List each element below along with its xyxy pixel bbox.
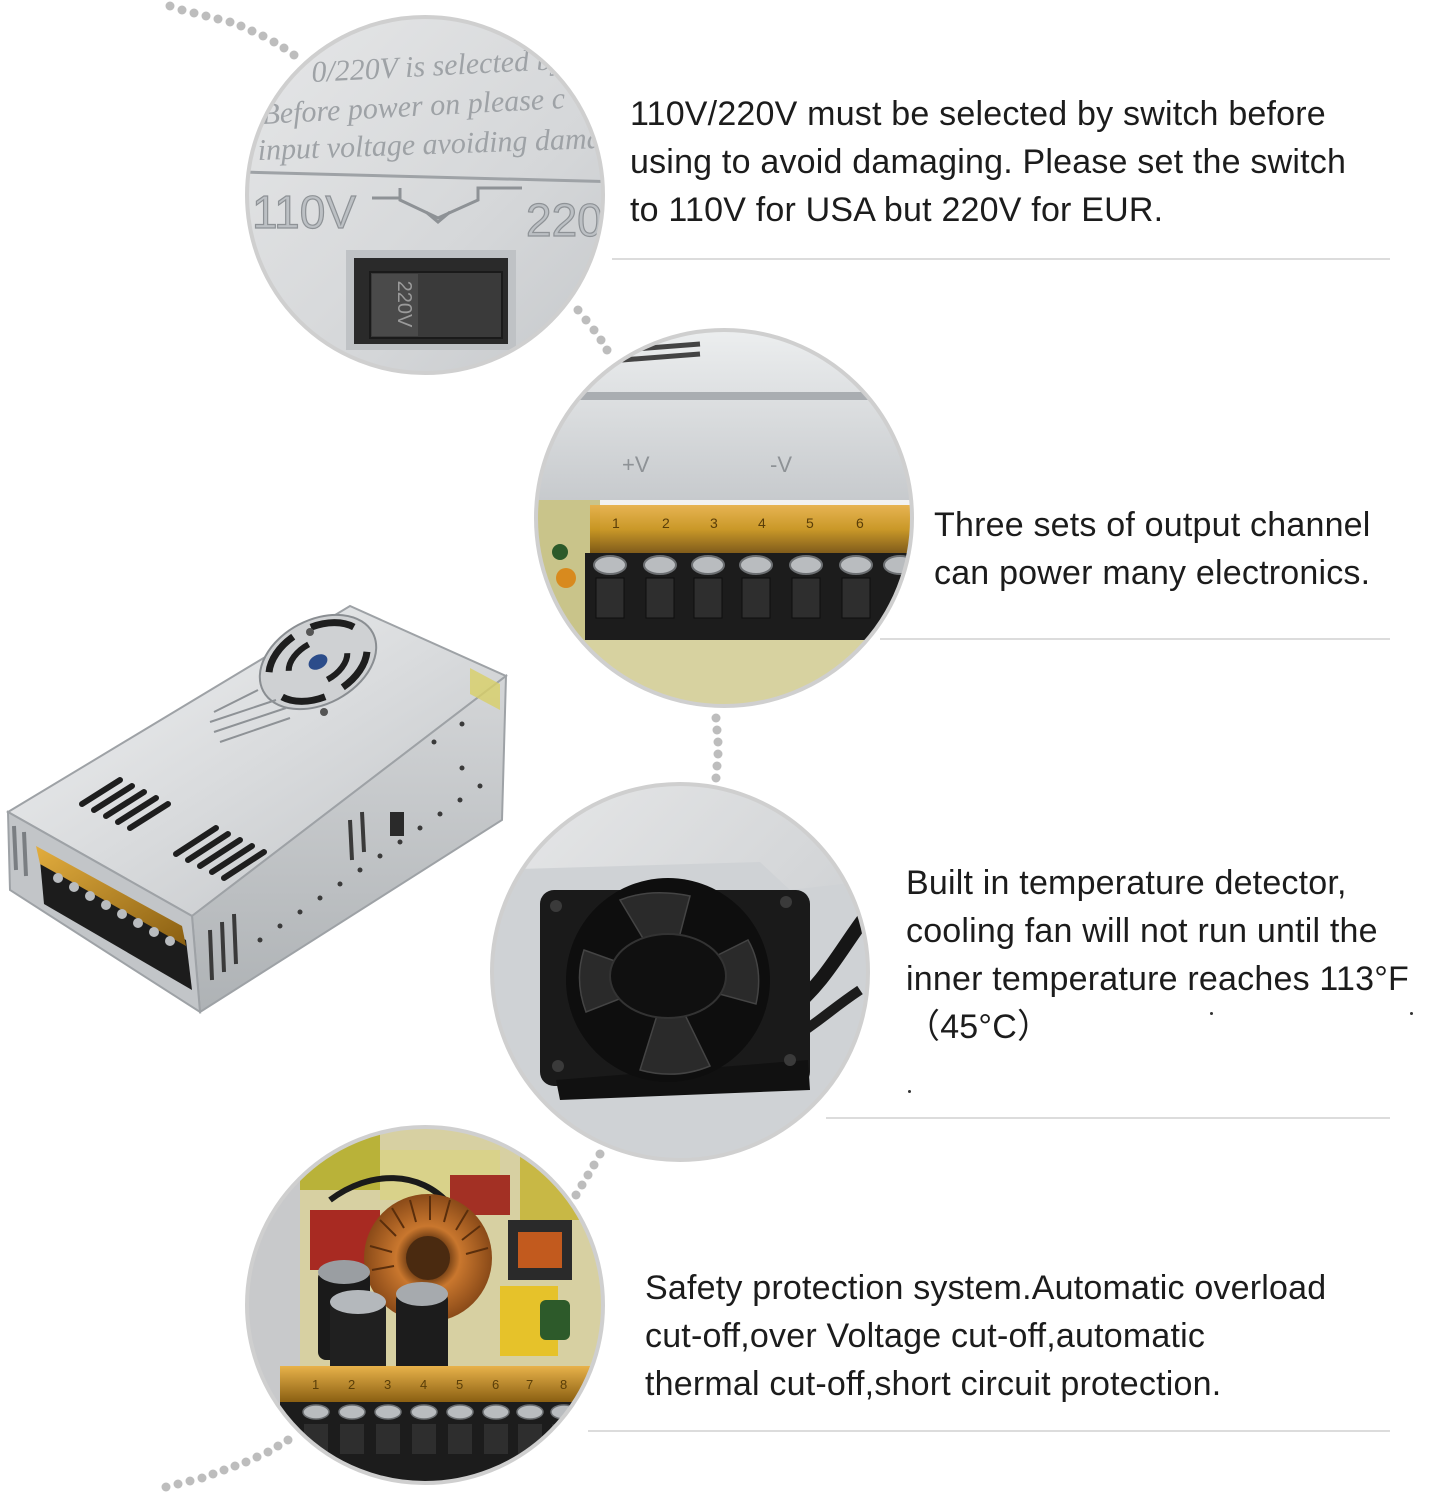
feature-line: using to avoid damaging. Please set the …	[630, 143, 1347, 181]
divider-2	[880, 638, 1390, 640]
stray-mark	[908, 1090, 911, 1093]
dots-link-3-4	[571, 1149, 605, 1200]
divider-3	[826, 1117, 1390, 1119]
stray-mark	[1210, 1012, 1213, 1015]
feature-line: Three sets of output channel	[934, 506, 1371, 544]
feature-line: to 110V for USA but 220V for EUR.	[630, 191, 1164, 229]
terminal-number: 2	[348, 1377, 355, 1392]
feature-line: Built in temperature detector,	[906, 864, 1347, 902]
terminal-number: 4	[420, 1377, 427, 1392]
feature-voltage-switch-text: 110V/220V must be selected by switch bef…	[630, 90, 1346, 234]
dots-bottom-arc	[161, 1435, 293, 1492]
stray-mark	[1410, 1012, 1413, 1015]
divider-1	[612, 258, 1390, 260]
terminal-number: 5	[806, 515, 814, 531]
stamped-110v: 110V	[252, 186, 356, 238]
terminal-number: 3	[710, 515, 718, 531]
terminal-number: 1	[312, 1377, 319, 1392]
stamped-220: 220	[526, 194, 603, 246]
terminal-number: 6	[492, 1377, 499, 1392]
feature-line: （45°C）	[906, 1008, 1052, 1046]
feature-line: cut-off,over Voltage cut-off,automatic	[645, 1317, 1206, 1355]
feature-line: Safety protection system.Automatic overl…	[645, 1269, 1327, 1307]
dots-link-2-3	[711, 713, 723, 783]
terminal-number: 5	[456, 1377, 463, 1392]
terminal-number: 3	[384, 1377, 391, 1392]
plus-v-label: +V	[622, 452, 650, 477]
minus-v-label: -V	[770, 452, 792, 477]
terminal-number: 4	[758, 515, 766, 531]
feature-line: 110V/220V must be selected by switch bef…	[630, 95, 1326, 133]
switch-label: 220V	[393, 281, 415, 328]
cooling-fan-icon	[540, 878, 810, 1100]
terminal-number: 6	[856, 515, 864, 531]
feature-safety-protection-text: Safety protection system.Automatic overl…	[645, 1264, 1326, 1408]
feature-line: inner temperature reaches 113°F	[906, 960, 1409, 998]
feature-line: can power many electronics.	[934, 554, 1371, 592]
terminal-number: 2	[662, 515, 670, 531]
terminal-number: 7	[526, 1377, 533, 1392]
dots-top-arc	[165, 1, 299, 60]
terminal-number: 8	[560, 1377, 567, 1392]
voltage-selector-switch-icon: 220V	[346, 250, 516, 350]
terminal-number: 1	[612, 515, 620, 531]
feature-line: thermal cut-off,short circuit protection…	[645, 1365, 1222, 1403]
dots-link-1-2	[573, 305, 612, 355]
feature-output-channels-text: Three sets of output channel can power m…	[934, 501, 1371, 597]
power-supply-unit-icon	[6, 604, 508, 1014]
feature-line: cooling fan will not run until the	[906, 912, 1378, 950]
divider-4	[588, 1430, 1390, 1432]
feature-temperature-text: Built in temperature detector, cooling f…	[906, 859, 1409, 1051]
